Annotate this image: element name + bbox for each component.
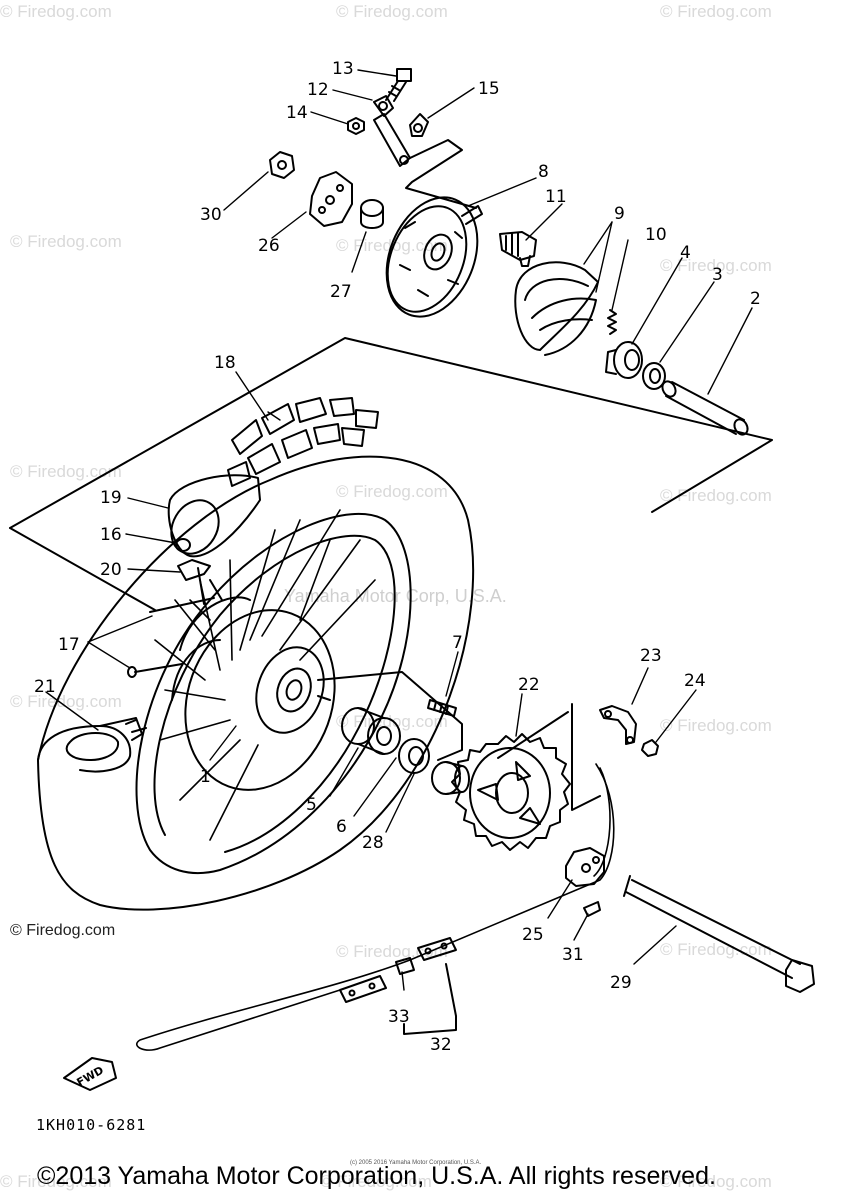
leader-lines xyxy=(45,69,753,991)
inner-tube-21-icon xyxy=(37,717,147,773)
brake-panel-8-icon xyxy=(385,196,483,318)
diagram-code: 1KH010-6281 xyxy=(36,1116,147,1134)
fine-print: (c) 2005 2016 Yamaha Motor Corporation, … xyxy=(350,1160,482,1166)
sprocket-22-icon xyxy=(451,733,571,851)
spacer-flange-icon xyxy=(431,761,470,795)
part-label-6: 6 xyxy=(336,817,347,837)
part-label-8: 8 xyxy=(538,162,549,182)
part-label-14: 14 xyxy=(286,103,308,123)
brake-shoes-9-icon xyxy=(514,261,599,356)
hub-bracket-line xyxy=(317,671,463,761)
part-label-13: 13 xyxy=(332,59,354,79)
part-label-30: 30 xyxy=(200,205,222,225)
part-label-27: 27 xyxy=(330,282,352,302)
axle-29-icon xyxy=(623,875,815,993)
part-label-23: 23 xyxy=(640,646,662,666)
drive-chain xyxy=(135,763,615,1051)
part-label-19: 19 xyxy=(100,488,122,508)
nut-30-icon xyxy=(269,151,295,179)
part-label-25: 25 xyxy=(522,925,544,945)
bolt-31-icon xyxy=(583,901,601,917)
lock-washer-23-icon xyxy=(599,705,637,745)
watermark: © Firedog.com xyxy=(10,232,122,251)
indicator-15-icon xyxy=(409,113,429,137)
watermark: © Firedog.com xyxy=(10,462,122,481)
part-label-20: 20 xyxy=(100,560,122,580)
part-labels: 13 12 14 15 8 30 26 27 11 9 10 4 3 2 18 … xyxy=(34,59,761,1055)
part-label-33: 33 xyxy=(388,1007,410,1027)
collar-2-icon xyxy=(661,380,749,436)
spring-10-icon xyxy=(607,309,617,335)
damper-25-icon xyxy=(565,847,605,887)
collar-27-icon xyxy=(360,199,384,229)
part-label-5: 5 xyxy=(306,795,317,815)
part-label-1: 1 xyxy=(200,767,211,787)
part-label-28: 28 xyxy=(362,833,384,853)
watermark: © Firedog.com xyxy=(660,1172,772,1191)
part-label-12: 12 xyxy=(307,80,329,100)
part-label-22: 22 xyxy=(518,675,540,695)
watermark: © Firedog.com xyxy=(10,692,122,711)
part-label-18: 18 xyxy=(214,353,236,373)
stud-7-icon xyxy=(427,699,457,717)
exploded-parts-diagram: FWD 13 12 14 15 8 30 26 27 11 9 10 4 3 2… xyxy=(9,59,815,1091)
rim-lock-20-icon xyxy=(177,559,223,605)
watermark: © Firedog.com xyxy=(660,2,772,21)
oil-seal-3-icon xyxy=(642,362,666,390)
part-label-4: 4 xyxy=(680,243,691,263)
part-label-9: 9 xyxy=(614,204,625,224)
part-label-32: 32 xyxy=(430,1035,452,1055)
part-label-17: 17 xyxy=(58,635,80,655)
watermark: © Firedog.com xyxy=(320,1172,432,1191)
part-label-29: 29 xyxy=(610,973,632,993)
part-label-10: 10 xyxy=(645,225,667,245)
watermark: © Firedog.com xyxy=(660,256,772,275)
assembly-bracket-line xyxy=(9,337,773,529)
chain-joint-bracket xyxy=(403,963,457,1035)
watermark: © Firedog.com xyxy=(0,2,112,21)
cam-lever-12-icon xyxy=(373,95,411,167)
part-label-31: 31 xyxy=(562,945,584,965)
part-label-24: 24 xyxy=(684,671,706,691)
part-label-21: 21 xyxy=(34,677,56,697)
brake-panel-group xyxy=(269,68,749,436)
rear-wheel xyxy=(37,397,475,911)
tire-tread xyxy=(227,397,379,487)
spokes xyxy=(154,509,376,841)
watermark: © Firedog.com xyxy=(660,940,772,959)
forward-arrow-icon xyxy=(63,1057,117,1091)
nut-14-icon xyxy=(347,117,365,135)
part-label-16: 16 xyxy=(100,525,122,545)
bolt-13-icon xyxy=(385,68,412,102)
part-label-7: 7 xyxy=(452,633,463,653)
watermark: © Firedog.com xyxy=(336,2,448,21)
chain-joint-32-icon xyxy=(395,937,457,975)
copyright-notice: ©2013 Yamaha Motor Corporation, U.S.A. A… xyxy=(37,1162,716,1190)
nut-24-icon xyxy=(641,739,659,757)
sprocket-bracket-line xyxy=(571,703,601,811)
watermark: © Firedog.com xyxy=(0,1172,112,1191)
part-label-15: 15 xyxy=(478,79,500,99)
part-label-26: 26 xyxy=(258,236,280,256)
firedog-mark: © Firedog.com xyxy=(10,922,116,939)
damper-plate-26-icon xyxy=(309,171,353,227)
collar-28-icon xyxy=(398,738,430,774)
assembly-bracket-line xyxy=(9,527,156,611)
nut-16-icon xyxy=(175,538,191,552)
part-label-2: 2 xyxy=(750,289,761,309)
spoke-17-icon xyxy=(127,597,215,678)
watermark: © Firedog.com xyxy=(660,716,772,735)
part-label-3: 3 xyxy=(712,265,723,285)
bearing-6-icon xyxy=(341,707,401,755)
watermark: © Firedog.com xyxy=(336,482,448,501)
camshaft-11-icon xyxy=(499,231,537,267)
part-label-11: 11 xyxy=(545,187,567,207)
chain-segment-icon xyxy=(339,975,387,1003)
bearing-4-icon xyxy=(605,341,643,379)
